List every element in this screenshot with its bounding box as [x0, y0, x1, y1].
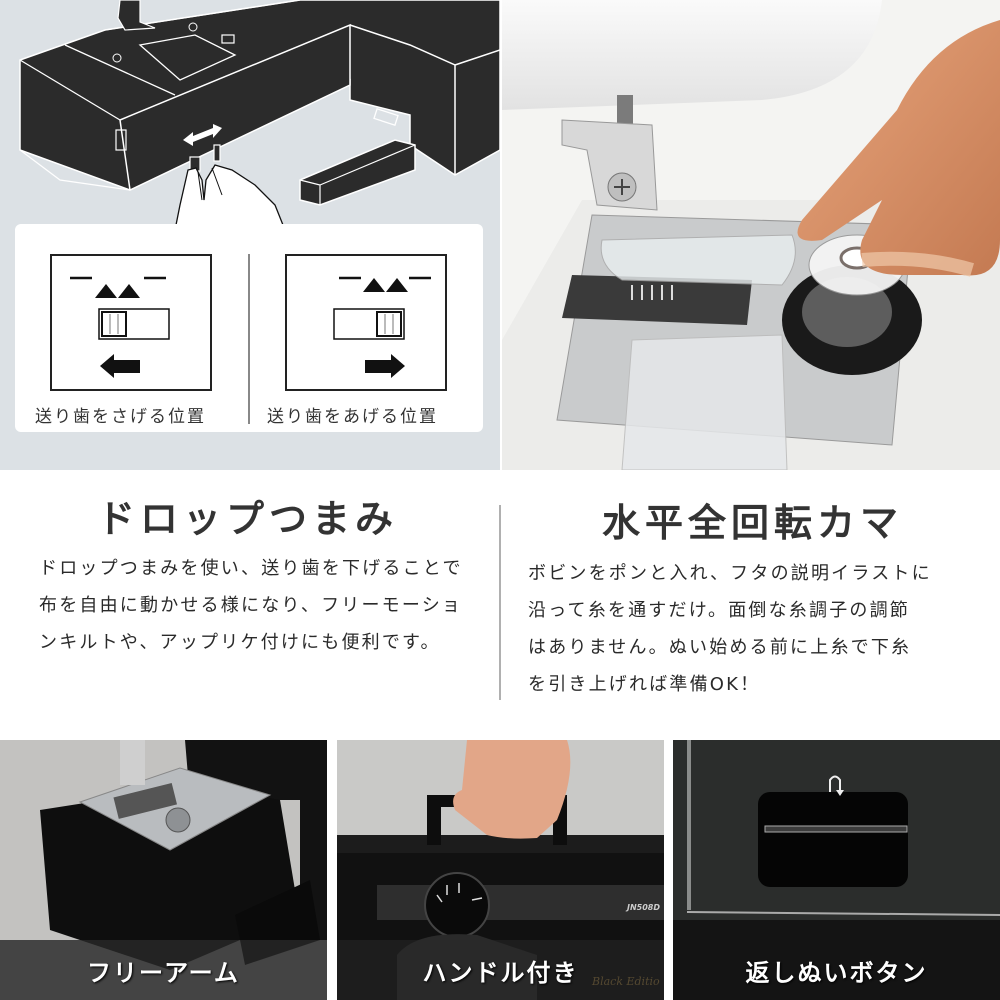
feed-dog-triangle-icon — [118, 284, 140, 298]
feature-title-drop-knob: ドロップつまみ — [96, 497, 398, 541]
feed-dog-raised-caption: 送り歯をあげる位置 — [267, 407, 438, 427]
handle-photo: JN508D Black Editio ハンドル付き — [337, 740, 664, 1000]
feed-dog-triangle-icon — [95, 284, 117, 298]
caption-bar: フリーアーム — [0, 940, 327, 1000]
caption-handle: ハンドル付き — [422, 958, 579, 987]
sewing-machine-drawing — [19, 0, 500, 230]
feature-body-line: ドロップつまみを使い、送り歯を下げることで — [39, 558, 463, 579]
bobbin-insertion-photo — [502, 0, 1000, 470]
reverse-stitch-icon — [829, 775, 844, 796]
reverse-stitch-photo: 返しぬいボタン — [673, 740, 1000, 1000]
feature-body-line: 布を自由に動かせる様になり、フリーモーショ — [39, 595, 463, 616]
feature-body-rotary-hook: ボビンをポンと入れ、フタの説明イラストに 沿って糸を通すだけ。面倒な糸調子の調節… — [528, 555, 988, 703]
feed-dog-triangle-icon — [386, 278, 408, 292]
caption-bar: 返しぬいボタン — [673, 940, 1000, 1000]
feature-divider — [499, 505, 501, 700]
arrow-right-icon — [365, 354, 405, 378]
feed-dog-lowered-diagram — [50, 254, 212, 391]
caption-reverse-stitch: 返しぬいボタン — [745, 958, 928, 987]
feature-body-line: ボビンをポンと入れ、フタの説明イラストに — [528, 563, 932, 584]
slider-knob — [101, 311, 127, 337]
feature-body-line: 沿って糸を通すだけ。面倒な糸調子の調節 — [528, 600, 910, 621]
legend-divider — [248, 254, 250, 424]
free-arm-photo: フリーアーム — [0, 740, 327, 1000]
drop-feed-illustration: 送り歯をさげる位置 送り歯をあげる位置 — [0, 0, 500, 470]
machine-model-label: JN508D — [625, 903, 660, 912]
feed-dog-lowered-caption: 送り歯をさげる位置 — [35, 407, 206, 427]
caption-bar: ハンドル付き — [337, 940, 664, 1000]
feed-dog-raised-diagram — [285, 254, 447, 391]
feed-dog-triangle-icon — [363, 278, 385, 292]
feature-body-drop-knob: ドロップつまみを使い、送り歯を下げることで 布を自由に動かせる様になり、フリーモ… — [39, 550, 499, 661]
feed-dog-legend-card: 送り歯をさげる位置 送り歯をあげる位置 — [15, 224, 483, 432]
arrow-left-icon — [100, 354, 140, 378]
caption-free-arm: フリーアーム — [87, 958, 240, 987]
feature-body-line: ンキルトや、アップリケ付けにも便利です。 — [39, 632, 441, 653]
feature-body-line: を引き上げれば準備OK！ — [528, 674, 761, 695]
feature-title-rotary-hook: 水平全回転カマ — [601, 501, 903, 545]
slider-knob — [376, 311, 402, 337]
feature-body-line: はありません。ぬい始める前に上糸で下糸 — [528, 637, 912, 658]
